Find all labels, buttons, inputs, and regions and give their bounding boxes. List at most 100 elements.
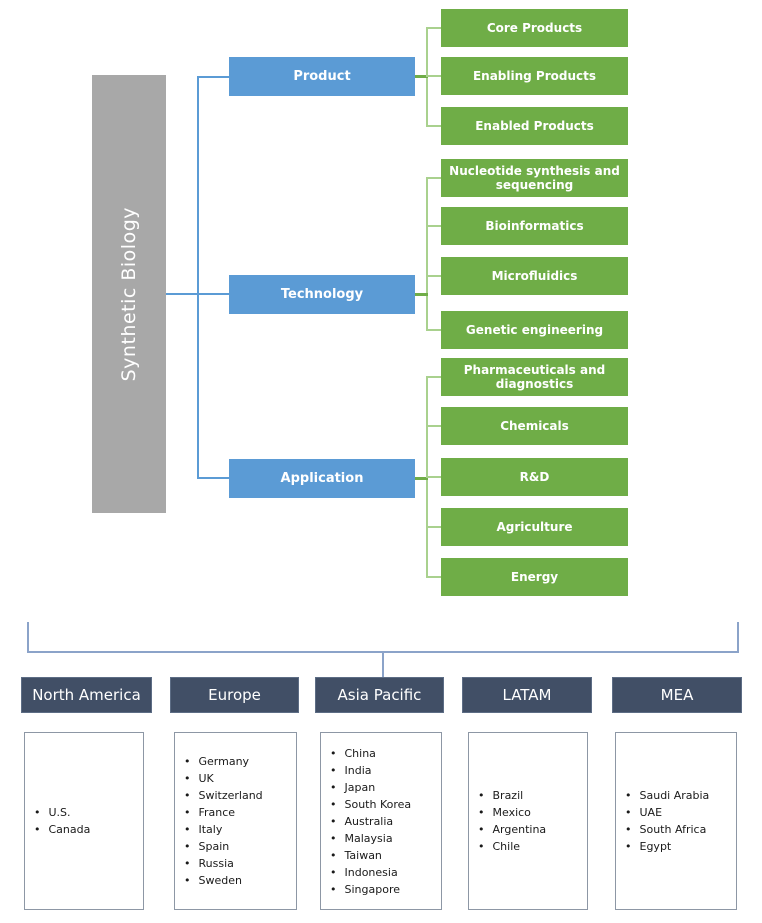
bullet-icon: •	[330, 814, 337, 828]
leaf-node-label: Enabling Products	[472, 69, 597, 83]
country-label: Canada	[48, 823, 91, 836]
leaf-node-label: Enabled Products	[475, 119, 594, 133]
bullet-icon: •	[625, 806, 632, 819]
bullet-icon: •	[330, 831, 337, 845]
country-list-item: • Taiwan	[330, 847, 441, 864]
connector-product-group-stub	[415, 75, 428, 78]
connector-leaf-stub	[426, 177, 441, 179]
bullet-icon: •	[184, 857, 191, 870]
category-node-technology: Technology	[229, 275, 415, 314]
leaf-node: Genetic engineering	[441, 311, 628, 349]
leaf-node-label: Nucleotide synthesis and sequencing	[449, 164, 620, 192]
country-list-item: •Singapore	[330, 881, 441, 898]
bullet-icon: •	[184, 772, 191, 785]
connector-root-stub	[166, 293, 229, 295]
leaf-node-label: Energy	[510, 570, 559, 584]
connector-leaf-stub	[426, 425, 441, 427]
country-list-item: •Indonesia	[330, 864, 441, 881]
leaf-node: Bioinformatics	[441, 207, 628, 245]
leaf-node: Enabled Products	[441, 107, 628, 145]
country-list-item: •Australia	[330, 813, 441, 830]
country-list-item: •Brazil	[478, 787, 587, 804]
category-node-product: Product	[229, 57, 415, 96]
country-label: U.S.	[48, 806, 71, 819]
leaf-node: Agriculture	[441, 508, 628, 546]
bullet-icon: •	[184, 789, 191, 802]
leaf-node: R&D	[441, 458, 628, 496]
connector-application-group-stub	[415, 477, 428, 480]
region-header-north-america: North America	[21, 677, 152, 713]
connector-leaf-stub	[426, 476, 441, 478]
country-list-item: •Argentina	[478, 821, 587, 838]
region-header-label: North America	[32, 686, 141, 704]
country-label: UK	[198, 772, 214, 785]
connector-application-stub	[197, 477, 231, 479]
connector-leaf-stub	[426, 376, 441, 378]
bullet-icon: •	[625, 789, 632, 802]
bullet-icon: •	[34, 806, 41, 819]
country-label: South Africa	[639, 823, 707, 836]
region-header-label: LATAM	[502, 686, 552, 704]
country-label: China	[344, 746, 376, 760]
country-label: Argentina	[492, 823, 547, 836]
bullet-icon: •	[330, 865, 337, 879]
country-label: South Korea	[344, 797, 412, 811]
connector-technology-group-stub	[415, 293, 428, 296]
leaf-node-label: Chemicals	[500, 419, 569, 433]
bullet-icon: •	[478, 789, 485, 802]
connector-leaf-stub	[426, 27, 441, 29]
country-label: Spain	[198, 840, 230, 853]
country-list-item: •Malaysia	[330, 830, 441, 847]
category-label: Application	[280, 471, 364, 486]
bullet-icon: •	[330, 763, 337, 777]
leaf-node: Microfluidics	[441, 257, 628, 295]
country-list-item: • Germany	[184, 753, 296, 770]
country-label: Germany	[198, 755, 250, 768]
country-label: India	[344, 763, 372, 777]
connector-leaf-stub	[426, 125, 441, 127]
bracket-left-tick	[27, 622, 29, 651]
country-list-item: • Canada	[34, 821, 143, 838]
category-label: Technology	[280, 287, 364, 302]
country-label: Taiwan	[344, 848, 382, 862]
leaf-node-label: Pharmaceuticals and diagnostics	[463, 363, 606, 391]
leaf-node-label: Bioinformatics	[485, 219, 584, 233]
connector-leaf-stub	[426, 225, 441, 227]
country-list-item: • India	[330, 762, 441, 779]
bracket-center-drop	[382, 651, 384, 677]
bullet-icon: •	[184, 755, 191, 768]
region-header-europe: Europe	[170, 677, 299, 713]
country-list-item: •Sweden	[184, 872, 296, 889]
connector-leaf-stub	[426, 75, 441, 77]
root-node-label: Synthetic Biology	[118, 206, 140, 382]
country-list-item: •Chile	[478, 838, 587, 855]
country-label: UAE	[639, 806, 663, 819]
leaf-node: Energy	[441, 558, 628, 596]
country-list-item: •Mexico	[478, 804, 587, 821]
connector-leaf-stub	[426, 329, 441, 331]
bullet-icon: •	[330, 848, 337, 862]
bullet-icon: •	[184, 806, 191, 819]
country-list-item: • Spain	[184, 838, 296, 855]
country-label: France	[198, 806, 236, 819]
bullet-icon: •	[330, 746, 337, 760]
connector-leaf-stub	[426, 275, 441, 277]
bullet-icon: •	[478, 806, 485, 819]
region-country-list-mea: •Saudi Arabia•UAE•South Africa•Egypt	[615, 732, 737, 910]
bullet-icon: •	[330, 780, 337, 794]
bullet-icon: •	[184, 840, 191, 853]
bullet-icon: •	[34, 823, 41, 836]
root-node: Synthetic Biology	[92, 75, 166, 513]
leaf-node: Pharmaceuticals and diagnostics	[441, 358, 628, 396]
leaf-node: Core Products	[441, 9, 628, 47]
connector-leaf-stub	[426, 526, 441, 528]
connector-product-stub	[197, 76, 229, 78]
country-label: Chile	[492, 840, 521, 853]
country-list-item: • France	[184, 804, 296, 821]
country-label: Singapore	[344, 882, 401, 896]
country-list-item: •South Africa	[625, 821, 736, 838]
region-header-mea: MEA	[612, 677, 742, 713]
connector-technology-group-trunk	[426, 177, 428, 330]
country-list-item: •Italy	[184, 821, 296, 838]
